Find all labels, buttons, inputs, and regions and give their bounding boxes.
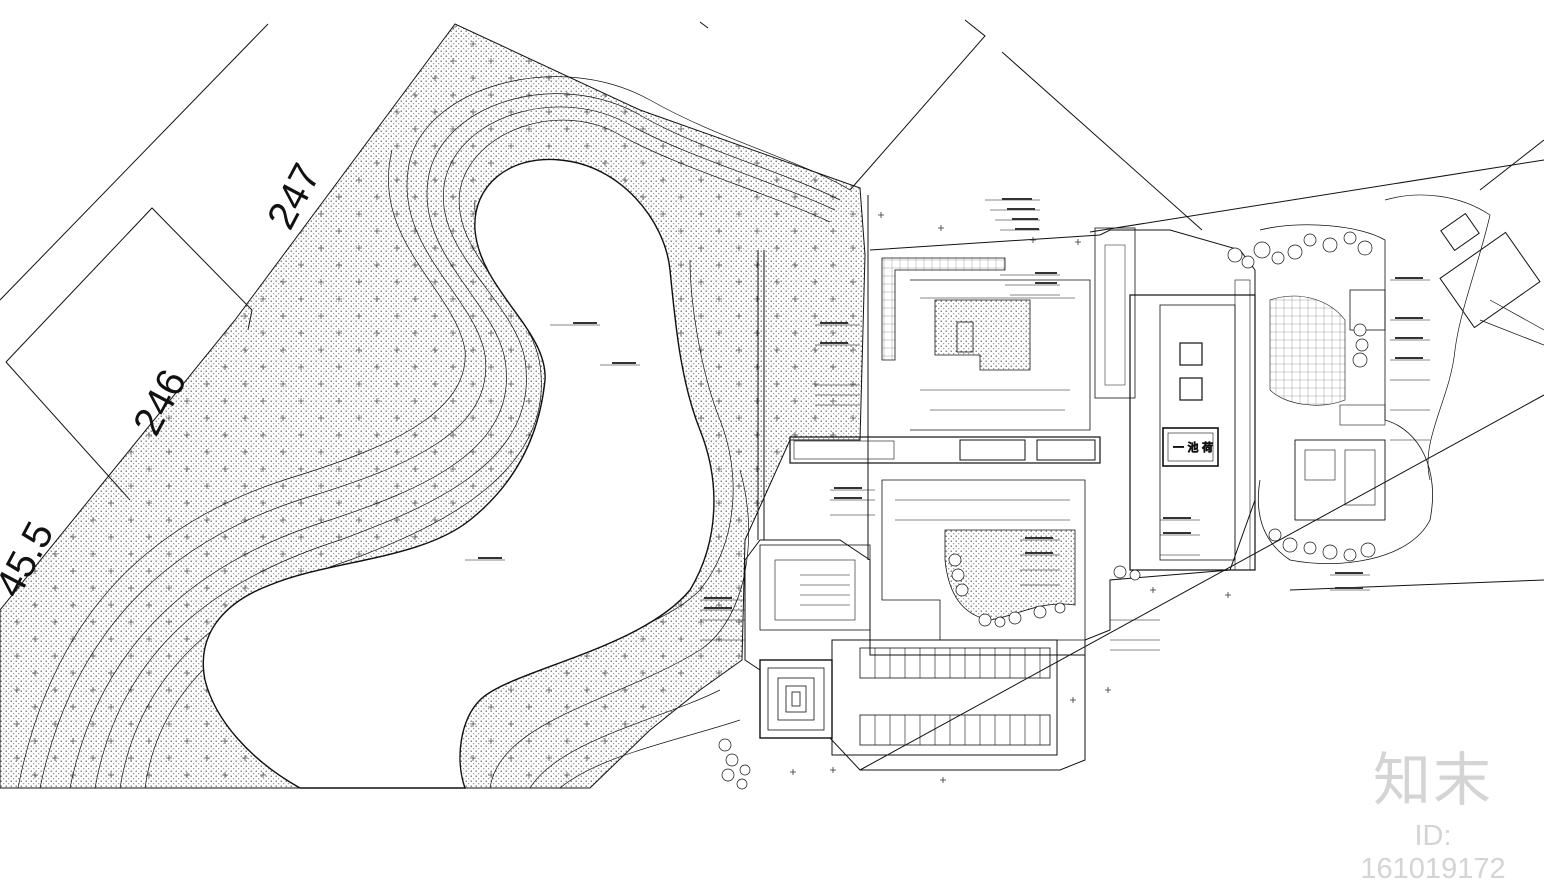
building-complex: 一 池 荷 — [744, 195, 1256, 771]
lot-boundary-lines — [0, 19, 1544, 771]
watermark-logo: 知末 — [1372, 746, 1493, 814]
watermark-id: ID: 161019172 — [1360, 820, 1506, 885]
watermark: 知末 ID: 161019172 — [1338, 748, 1528, 886]
annotation-marks — [478, 198, 1423, 609]
east-garden — [1257, 194, 1544, 565]
pond — [202, 158, 715, 789]
shrub-clusters — [718, 231, 1376, 790]
pool-label: 一 池 荷 — [1173, 441, 1213, 454]
plaza-markers — [790, 212, 1231, 783]
annotation-leaders — [465, 199, 1430, 651]
